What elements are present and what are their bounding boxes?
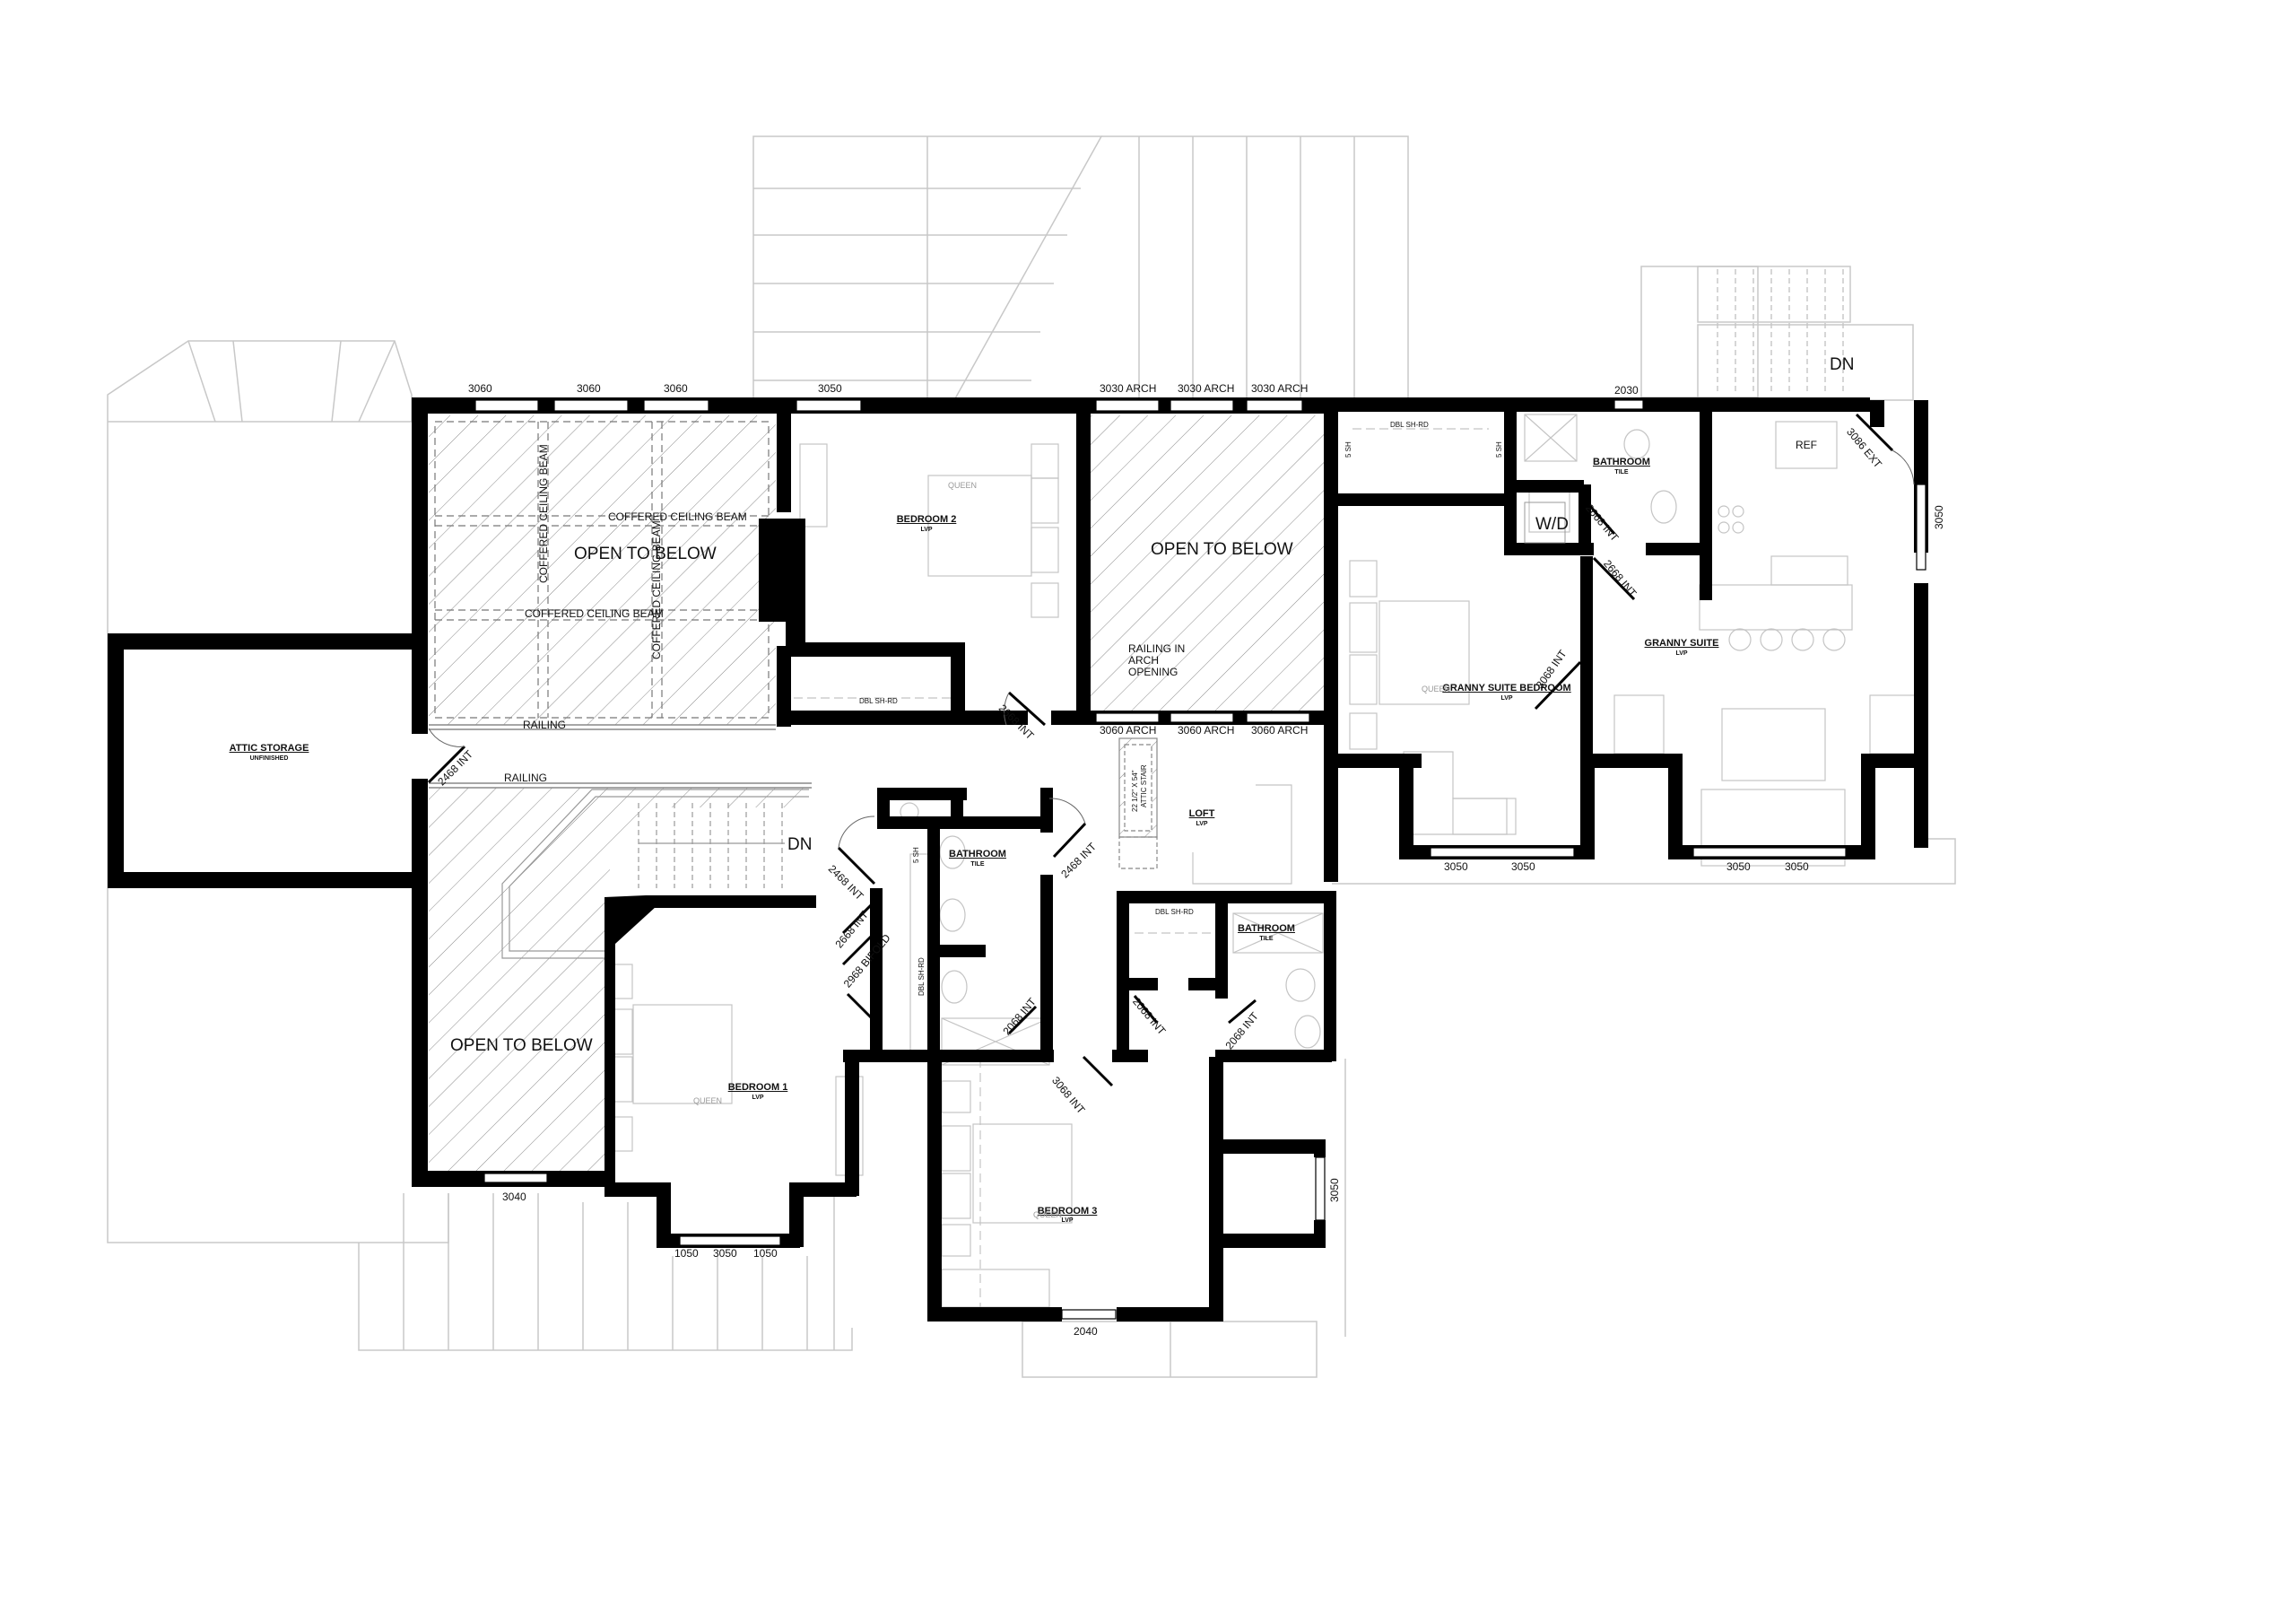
beam-label: COFFERED CEILING BEAM	[608, 510, 747, 523]
room-floor: LVP	[920, 527, 933, 533]
room-label-granny-suite: GRANNY SUITE	[1644, 638, 1719, 649]
bed-label: QUEEN	[693, 1096, 723, 1105]
open-to-below-label: OPEN TO BELOW	[450, 1036, 593, 1055]
window-label: 3030 ARCH	[1100, 382, 1157, 395]
window-label: 3050	[1444, 860, 1468, 873]
closet-rod-label: DBL SH-RD	[1390, 421, 1429, 429]
window-label: 2030	[1614, 384, 1639, 397]
windows	[474, 399, 1926, 1320]
window-label: 3060	[577, 382, 601, 395]
window-label: 3060 ARCH	[1178, 724, 1235, 737]
stair-down-label: DN	[787, 835, 813, 854]
window-label: 1050	[753, 1247, 778, 1260]
open-to-below-label: OPEN TO BELOW	[1151, 540, 1293, 559]
window-label: 3050	[1785, 860, 1809, 873]
window-label: 3060 ARCH	[1251, 724, 1309, 737]
room-label-bathroom-1: BATHROOM	[949, 849, 1006, 859]
room-label-loft: LOFT	[1188, 808, 1215, 819]
room-floor: TILE	[1614, 469, 1629, 475]
room-label-bedroom-2: BEDROOM 2	[896, 514, 957, 525]
beam-label: COFFERED CEILING BEAM	[537, 444, 550, 583]
window-label: 3060	[664, 382, 688, 395]
attic-stair	[1118, 737, 1158, 869]
railing-note: ARCH	[1128, 654, 1160, 667]
closet-rod-label: DBL SH-RD	[1155, 908, 1194, 916]
shelf-label: 5 SH	[1495, 441, 1503, 458]
beam-label: COFFERED CEILING BEAM	[525, 607, 664, 620]
window-label: 3060	[468, 382, 492, 395]
window-label: 3050	[818, 382, 842, 395]
open-to-below-label: OPEN TO BELOW	[574, 545, 717, 563]
room-label-bedroom-3: BEDROOM 3	[1037, 1206, 1098, 1217]
railing-label: RAILING	[523, 719, 567, 731]
main-stair	[501, 789, 809, 959]
window-label: 3050	[713, 1247, 737, 1260]
bed-label: QUEEN	[1422, 685, 1451, 693]
room-floor: UNFINISHED	[249, 755, 289, 762]
closet-rod-label: DBL SH-RD	[918, 957, 926, 996]
window-label: 3050	[1328, 1178, 1341, 1202]
window-label: 3040	[502, 1191, 526, 1203]
room-label-bedroom-1: BEDROOM 1	[727, 1082, 788, 1093]
shelf-label: 5 SH	[1344, 441, 1352, 458]
shelf-label: 5 SH	[912, 847, 920, 863]
room-label-bathroom-3: BATHROOM	[1238, 923, 1295, 934]
window-label: 3050	[1726, 860, 1751, 873]
attic-stair-label: ATTIC STAIR	[1140, 764, 1148, 807]
stair-down-label: DN	[1830, 355, 1855, 374]
window-label: 3050	[1933, 505, 1945, 529]
room-label-granny-bathroom: BATHROOM	[1593, 457, 1650, 467]
room-floor: LVP	[1675, 650, 1688, 657]
room-floor: LVP	[1500, 695, 1513, 702]
room-label-attic-storage: ATTIC STORAGE	[229, 743, 309, 754]
window-label: 3050	[1511, 860, 1535, 873]
bed-label: QUEEN	[1033, 1210, 1063, 1219]
closet-rod-label: DBL SH-RD	[859, 697, 898, 705]
railing-note: OPENING	[1128, 666, 1178, 678]
walls	[108, 397, 1928, 1322]
room-label-granny-suite-bedroom: GRANNY SUITE BEDROOM	[1442, 683, 1571, 693]
fridge-label: REF	[1796, 439, 1817, 451]
door-arcs	[428, 449, 1915, 849]
window-label: 3030 ARCH	[1178, 382, 1235, 395]
washer-dryer	[1524, 502, 1566, 544]
railing-note: RAILING IN	[1128, 642, 1186, 655]
room-floor: LVP	[752, 1095, 764, 1101]
window-label: 3060 ARCH	[1100, 724, 1157, 737]
attic-stair-label: 22 1/2" X 54"	[1131, 770, 1139, 812]
room-floor: TILE	[1259, 936, 1274, 942]
room-floor: LVP	[1061, 1217, 1074, 1224]
railing-label: RAILING	[504, 772, 548, 784]
window-label: 1050	[674, 1247, 699, 1260]
railings	[429, 724, 812, 789]
room-floor: LVP	[1196, 821, 1208, 827]
window-label: 2040	[1074, 1325, 1098, 1338]
beam-label: COFFERED CEILING BEAM	[650, 520, 663, 659]
doors	[427, 413, 1894, 1087]
room-floor: TILE	[970, 861, 985, 868]
window-label: 3030 ARCH	[1251, 382, 1309, 395]
washer-dryer-label: W/D	[1535, 515, 1569, 534]
open-to-below-hatch	[429, 415, 1324, 1175]
bed-label: QUEEN	[948, 481, 978, 490]
